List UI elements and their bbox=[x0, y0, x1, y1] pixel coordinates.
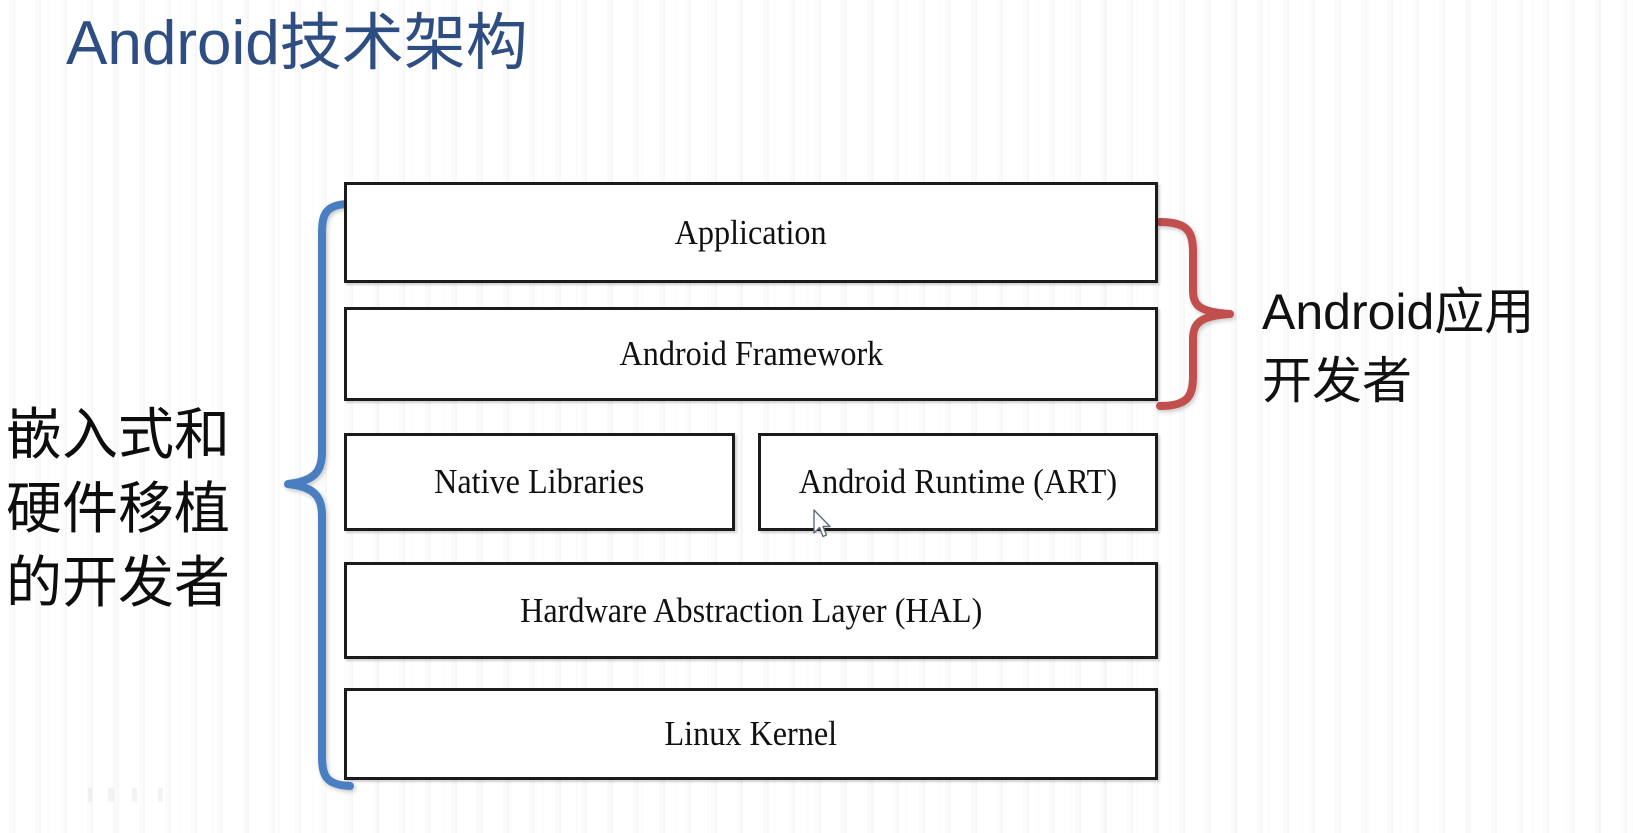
bottom-left-artifact bbox=[88, 788, 208, 802]
layer-label-android-runtime: Android Runtime (ART) bbox=[798, 462, 1118, 501]
layer-box-native-libraries[interactable]: Native Libraries bbox=[344, 433, 735, 531]
mouse-pointer-icon bbox=[813, 509, 831, 538]
layer-label-hardware-abstraction-layer: Hardware Abstraction Layer (HAL) bbox=[519, 590, 983, 630]
layer-box-hardware-abstraction-layer[interactable]: Hardware Abstraction Layer (HAL) bbox=[344, 562, 1158, 659]
annotation-right-line-1-latin: Android bbox=[1262, 284, 1435, 340]
annotation-left-line-3: 的开发者 bbox=[6, 552, 230, 615]
layer-label-native-libraries: Native Libraries bbox=[434, 462, 645, 501]
layer-label-application: Application bbox=[674, 212, 828, 252]
annotation-left-line-2: 硬件移植 bbox=[6, 478, 230, 541]
annotation-right-developers: Android应用 开发者 bbox=[1262, 278, 1632, 416]
layer-label-linux-kernel: Linux Kernel bbox=[664, 714, 838, 753]
page-title: Android技术架构 bbox=[66, 9, 528, 78]
annotation-left-line-1: 嵌入式和 bbox=[6, 405, 230, 467]
layer-box-application[interactable]: Application bbox=[344, 182, 1158, 283]
layer-label-android-framework: Android Framework bbox=[619, 334, 883, 373]
layer-box-linux-kernel[interactable]: Linux Kernel bbox=[344, 688, 1158, 780]
curly-brace-right-icon bbox=[1156, 218, 1234, 410]
annotation-left-developers: 嵌入式和 硬件移植 的开发者 bbox=[6, 400, 266, 622]
layer-box-android-framework[interactable]: Android Framework bbox=[344, 307, 1158, 401]
annotation-right-line-1: Android应用 bbox=[1262, 278, 1632, 347]
layer-box-android-runtime[interactable]: Android Runtime (ART) bbox=[758, 433, 1158, 531]
annotation-right-line-2: 开发者 bbox=[1262, 353, 1412, 409]
annotation-right-line-1-cjk: 应用 bbox=[1434, 284, 1535, 340]
